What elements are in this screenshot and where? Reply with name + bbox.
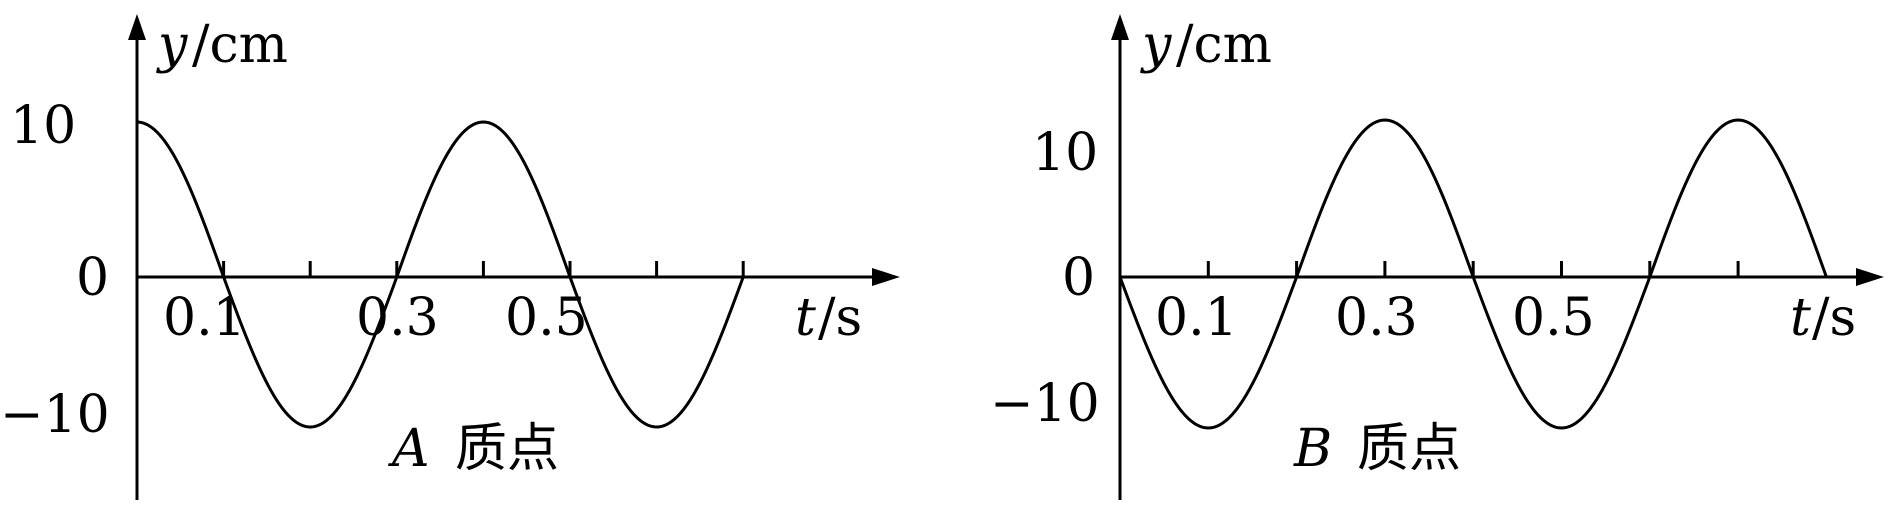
chart-b-xlabel-symbol: t (1790, 288, 1811, 348)
chart-a-ytick-10: 10 (10, 96, 76, 156)
chart-a-x-axis-arrow (872, 268, 900, 286)
chart-b-xtick-0.3: 0.3 (1335, 288, 1418, 348)
chart-a-caption-text: 质点 (455, 419, 559, 479)
chart-b-caption-text: 质点 (1357, 419, 1461, 479)
chart-b-xtick-0.1: 0.1 (1155, 288, 1238, 348)
chart-a-caption-symbol: A (388, 419, 430, 479)
chart-a-xtick-0.5: 0.5 (505, 288, 588, 348)
chart-b-caption-symbol: B (1293, 419, 1332, 479)
chart-a-xlabel-unit: /s (818, 288, 862, 348)
chart-a-xtick-0.1: 0.1 (163, 288, 246, 348)
chart-a-ytick-neg10: −10 (0, 385, 110, 445)
chart-b-ytick-neg10: −10 (990, 374, 1100, 434)
chart-b-series-line (1118, 118, 1828, 430)
chart-a-series-line (136, 120, 745, 429)
chart-b-xtick-0.5: 0.5 (1512, 288, 1595, 348)
chart-b-ytick-0: 0 (1062, 248, 1095, 308)
chart-a-y-axis-arrow (128, 14, 146, 40)
chart-a-xtick-0.3: 0.3 (356, 288, 439, 348)
chart-a: y /cm 10 0 −10 0.1 0.3 0.5 t /s A 质点 (0, 14, 900, 500)
chart-a-ylabel-symbol: y (156, 15, 188, 75)
chart-a-ticks (222, 261, 745, 277)
chart-b-xlabel-unit: /s (1812, 288, 1856, 348)
chart-b: y /cm 10 0 −10 0.1 0.3 0.5 t /s B 质点 (990, 14, 1884, 500)
chart-b-y-axis-arrow (1111, 14, 1129, 40)
chart-a-ytick-0: 0 (76, 248, 109, 308)
chart-b-ylabel-unit: /cm (1176, 15, 1272, 75)
chart-a-ylabel-unit: /cm (192, 15, 288, 75)
chart-b-ytick-10: 10 (1032, 123, 1098, 183)
chart-b-ylabel-symbol: y (1140, 15, 1172, 75)
chart-a-xlabel-symbol: t (795, 288, 816, 348)
chart-b-x-axis-arrow (1856, 268, 1884, 286)
